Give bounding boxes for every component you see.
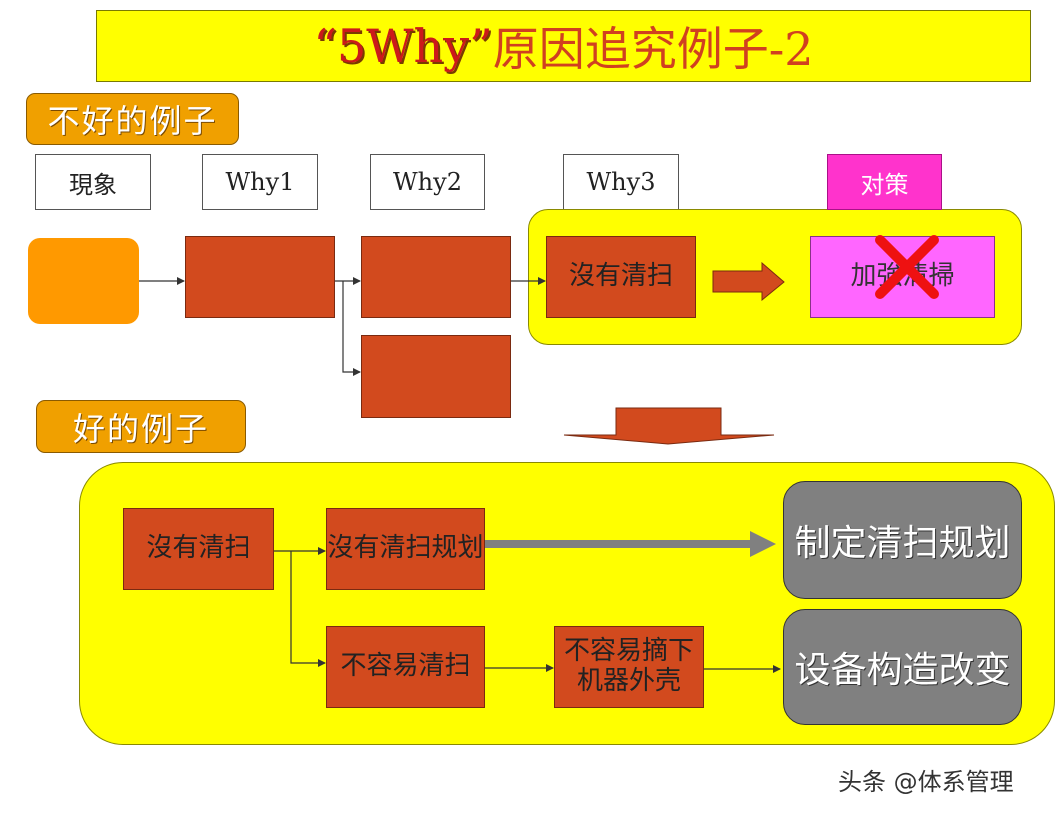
hard-to-remove-line2: 机器外壳 — [576, 666, 681, 696]
down-arrow-icon — [563, 407, 775, 445]
header-why1: Why1 — [202, 154, 318, 210]
no-cleaning-plan-box: 沒有清扫规划 — [326, 508, 485, 590]
arrow-why1-branch — [342, 281, 361, 376]
arrow-plan-result-head — [750, 531, 776, 557]
result-equipment-change: 设备构造改变 — [783, 609, 1022, 725]
result-make-plan: 制定清扫规划 — [783, 481, 1022, 599]
good-example-label: 好的例子 — [36, 400, 246, 453]
no-cleaning-box: 沒有清扫 — [123, 508, 274, 590]
why2-branch-box — [361, 335, 511, 418]
header-why3: Why3 — [563, 154, 679, 210]
header-why2: Why2 — [370, 154, 485, 210]
title-bar: “5Why” 原因追究例子-2 — [96, 10, 1031, 82]
why2-box — [361, 236, 511, 318]
hard-to-clean-box: 不容易清扫 — [326, 626, 485, 708]
watermark: 头条 @体系管理 — [838, 768, 1014, 796]
header-countermeasure: 对策 — [827, 154, 942, 210]
hard-to-remove-casing-box: 不容易摘下 机器外壳 — [554, 626, 704, 708]
arrow-no-cleaning-hard — [290, 551, 326, 667]
why3-box: 沒有清扫 — [546, 236, 696, 318]
phenomenon-box — [28, 238, 139, 324]
cross-icon — [875, 235, 939, 299]
bad-example-label: 不好的例子 — [26, 93, 239, 145]
title-text: 原因追究例子-2 — [492, 22, 814, 76]
block-arrow-right — [712, 261, 785, 302]
title-prefix: “5Why” — [313, 19, 493, 73]
header-phenomenon: 現象 — [35, 154, 151, 210]
hard-to-remove-line1: 不容易摘下 — [563, 636, 694, 667]
why1-box — [185, 236, 335, 318]
